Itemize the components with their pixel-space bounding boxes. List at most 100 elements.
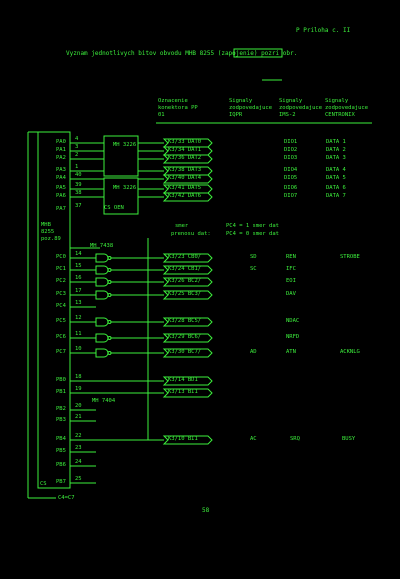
gate-chip-label: MH 7438 [90, 243, 114, 249]
pin-pb3: PB3 [56, 417, 66, 423]
connector-label-pa5: K3/41 DAT5 [168, 185, 202, 191]
chip-8255-number: 8255 [41, 229, 55, 235]
pin-pb7: PB7 [56, 479, 66, 485]
connector-pa4 [162, 174, 213, 184]
connector-label-pc5: K3/28 BC5/ [168, 318, 202, 324]
pin-number-pa5: 39 [75, 182, 82, 188]
chip-8255-position: poz.89 [41, 236, 61, 242]
gate-pc1 [95, 265, 109, 275]
pin-number-pc5: 12 [75, 315, 82, 321]
ims-pa2: DIO3 [284, 155, 298, 161]
pin-number-pb6: 24 [75, 459, 82, 465]
gate-pc2-bubble [107, 280, 112, 284]
pin-number-pb4: 22 [75, 433, 82, 439]
iqpr-pc1: SC [250, 266, 257, 272]
ims-pa5: DIO6 [284, 185, 298, 191]
gate-pc0 [95, 253, 109, 263]
chip-8255-label: MHB 8255 poz.89 [41, 222, 61, 243]
pin-pb6: PB6 [56, 462, 66, 468]
pin-pa1: PA1 [56, 147, 66, 153]
gate-pc1-bubble [107, 268, 112, 272]
col-header-ims: Signaly zodpovedajuce IMS-2 [279, 98, 323, 118]
connector-label-pc7: K3/30 BC7/ [168, 349, 202, 355]
ims-pa0: DIO1 [284, 139, 298, 145]
pin-pb1: PB1 [56, 389, 66, 395]
ims-pc7: ATN [286, 349, 296, 355]
pin-pc3: PC3 [56, 291, 66, 297]
connector-pb0 [162, 376, 213, 386]
page-number: 58 [202, 507, 210, 514]
centronix-pc0: STROBE [340, 254, 360, 260]
ims-pa6: DIO7 [284, 193, 298, 199]
pin-number-pb2: 20 [75, 403, 82, 409]
cs-label: CS [40, 481, 47, 487]
ims-pc5: NDAC [286, 318, 300, 324]
centronix-pa6: DATA 7 [326, 193, 346, 199]
chip-enable-label: CS OEN [104, 205, 124, 211]
centronix-pa0: DATA 1 [326, 139, 346, 145]
pin-pa3: PA3 [56, 167, 66, 173]
gate-pc3-bubble [107, 293, 112, 297]
connector-pc1 [162, 265, 213, 275]
connector-label-pc3: K3/25 BC3/ [168, 291, 202, 297]
pin-pc1: PC1 [56, 266, 66, 272]
pin-pb4: PB4 [56, 436, 66, 442]
connector-label-pa4: K3/40 DAT4 [168, 175, 202, 181]
connector-label-pc0: K3/23 CB0/ [168, 254, 202, 260]
gate-pc6-bubble [107, 336, 112, 340]
pin-number-pc0: 14 [75, 251, 82, 257]
pin-pb5: PB5 [56, 448, 66, 454]
pin-number-pa2: 2 [75, 152, 79, 158]
pin-number-pb7: 25 [75, 476, 82, 482]
gate-pc0-bubble [107, 256, 112, 260]
ims-pc6: NRFD [286, 334, 300, 340]
centronix-pa4: DATA 5 [326, 175, 346, 181]
connector-pa2 [162, 154, 213, 164]
ims-pa1: DIO2 [284, 147, 298, 153]
buffer-chip-bottom-label: MH 3226 [113, 185, 137, 191]
pin-pc4: PC4 [56, 303, 66, 309]
pin-number-pc2: 16 [75, 275, 82, 281]
connector-pc6 [162, 333, 213, 343]
pin-number-pa4: 40 [75, 172, 82, 178]
ims-pb4: SRQ [290, 436, 300, 442]
iqpr-pc0: SD [250, 254, 257, 260]
gate-pc2 [95, 277, 109, 287]
pin-number-pb3: 21 [75, 414, 82, 420]
pin-number-pa6: 38 [75, 190, 82, 196]
centronix-pa1: DATA 2 [326, 147, 346, 153]
pin-pa0: PA0 [56, 139, 66, 145]
iqpr-pc7: AD [250, 349, 257, 355]
connector-pa0 [162, 138, 213, 148]
connector-label-pa0: K3/33 DAT0 [168, 139, 202, 145]
connector-pa6 [162, 192, 213, 202]
connector-pb1 [162, 388, 213, 398]
connector-label-pb1: K3/13 BI1 [168, 389, 198, 395]
connector-label-pc6: K3/29 BC6/ [168, 334, 202, 340]
gate-pc5-bubble [107, 320, 112, 324]
gate-pc7 [95, 348, 109, 358]
connector-label-pc1: K3/24 CB1/ [168, 266, 202, 272]
pin-number-pa1: 3 [75, 144, 79, 150]
pin-number-pa0: 4 [75, 136, 79, 142]
connector-label-pc2: K3/26 BC2/ [168, 278, 202, 284]
connector-pc3 [162, 290, 213, 300]
connector-pc2 [162, 277, 213, 287]
pin-number-pb1: 19 [75, 386, 82, 392]
connector-label-pb0: K3/14 BD1 [168, 377, 198, 383]
connector-pc7 [162, 348, 213, 358]
pin-pc0: PC0 [56, 254, 66, 260]
pin-number-pa7: 37 [75, 203, 82, 209]
connector-pb4 [162, 435, 213, 445]
connector-pa3 [162, 166, 213, 176]
col-header-centronix: Signaly zodpovedajuce CENTRONIX [325, 98, 369, 118]
connector-pc5 [162, 317, 213, 327]
centronix-pa3: DATA 4 [326, 167, 346, 173]
pin-number-pc6: 11 [75, 331, 82, 337]
pin-number-pa3: 1 [75, 164, 79, 170]
ims-pa4: DIO5 [284, 175, 298, 181]
pin-number-pb5: 23 [75, 445, 82, 451]
pin-pa2: PA2 [56, 155, 66, 161]
connector-pa1 [162, 146, 213, 156]
